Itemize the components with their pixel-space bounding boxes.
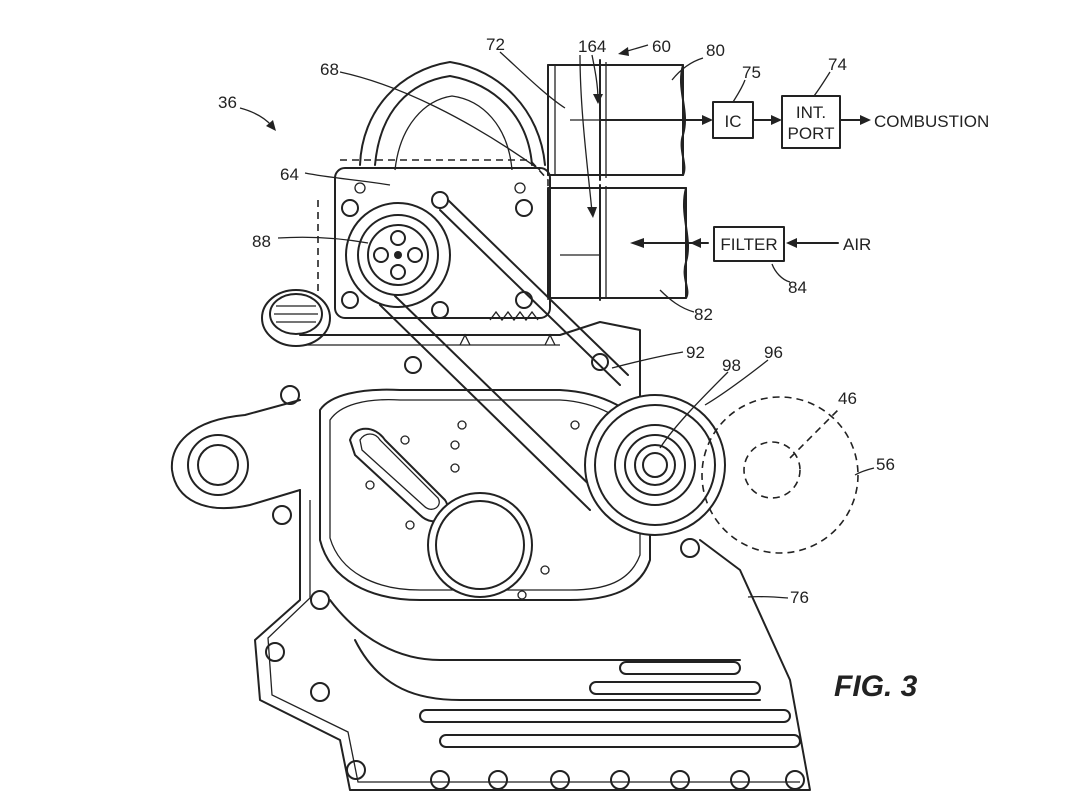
air-label: AIR [843, 235, 871, 254]
ref-74: 74 [828, 55, 847, 74]
ref-98: 98 [722, 356, 741, 375]
drive-belt [379, 199, 629, 511]
ref-96: 96 [764, 343, 783, 362]
ref-60: 60 [652, 37, 671, 56]
ref-92: 92 [686, 343, 705, 362]
reference-numerals: 36 68 72 164 60 80 75 74 64 88 84 82 92 … [218, 35, 895, 607]
ref-68: 68 [320, 60, 339, 79]
flow-diagram: IC INT. PORT COMBUSTION FILTER AIR [679, 95, 989, 262]
ref-36: 36 [218, 93, 237, 112]
supercharger [261, 61, 551, 347]
leader-lines [239, 44, 875, 599]
ref-72: 72 [486, 35, 505, 54]
ref-164: 164 [578, 37, 606, 56]
int-port-label-2: PORT [788, 124, 835, 143]
crank-pulley [584, 394, 726, 536]
engine-case [170, 321, 811, 791]
ref-56: 56 [876, 455, 895, 474]
output-shaft-dashed [701, 396, 859, 554]
figure-label: FIG. 3 [834, 670, 918, 703]
ref-75: 75 [742, 63, 761, 82]
int-port-box [781, 95, 841, 149]
int-port-label-1: INT. [796, 103, 826, 122]
ref-46: 46 [838, 389, 857, 408]
ref-88: 88 [252, 232, 271, 251]
filter-box [713, 226, 785, 262]
ic-box-label: IC [725, 112, 742, 131]
ref-80: 80 [706, 41, 725, 60]
ref-82: 82 [694, 305, 713, 324]
ref-84: 84 [788, 278, 807, 297]
ref-76: 76 [790, 588, 809, 607]
filter-box-label: FILTER [720, 235, 777, 254]
intake-ducts [547, 59, 690, 301]
combustion-label: COMBUSTION [874, 112, 989, 131]
ref-64: 64 [280, 165, 299, 184]
